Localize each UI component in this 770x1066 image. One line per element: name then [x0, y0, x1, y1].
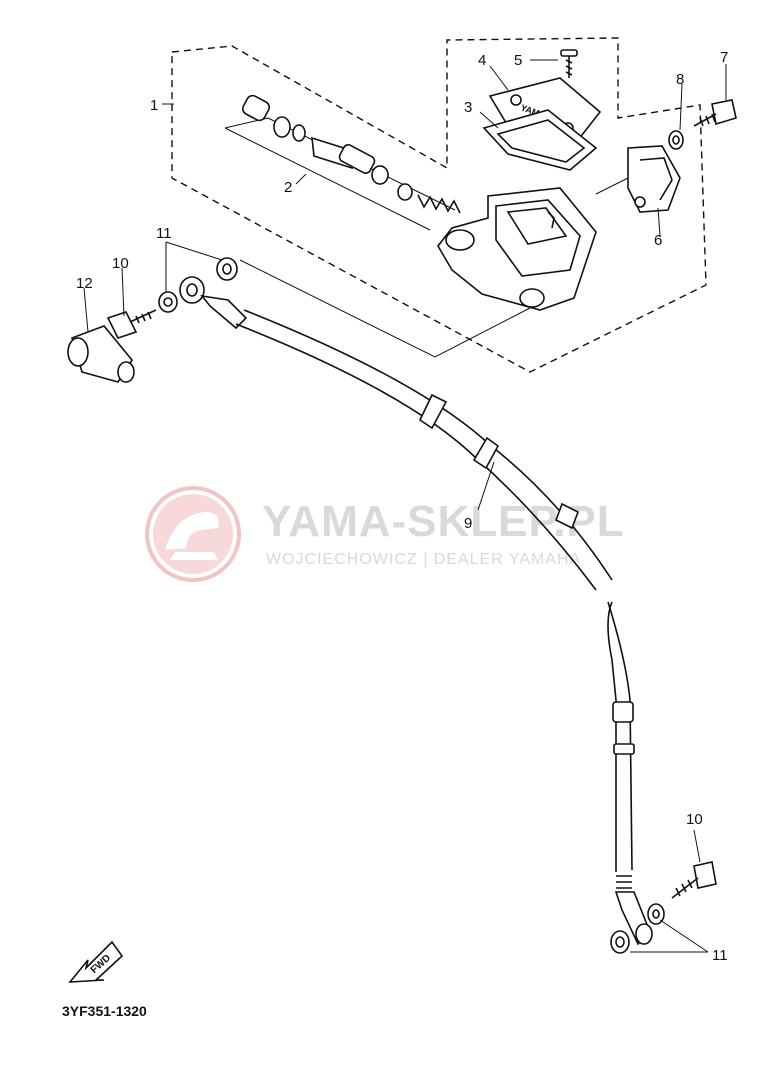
callouts: 1 2 3 4 5 6 7 8 9 10 10 11 11 12 — [76, 49, 728, 964]
callout-leaders — [83, 59, 727, 953]
cap-screw — [560, 49, 578, 78]
assembly-boundary — [171, 37, 707, 373]
callout-6: 6 — [654, 232, 662, 249]
master-cylinder-body — [437, 187, 597, 311]
banjo-bolt-lower — [671, 861, 717, 899]
callout-12: 12 — [76, 275, 93, 292]
reservoir-diaphragm — [482, 109, 598, 171]
callout-9: 9 — [464, 515, 472, 532]
copper-washers-upper — [158, 257, 238, 313]
callout-2: 2 — [284, 179, 292, 196]
assembly-leader-line — [239, 259, 531, 358]
copper-washers-lower — [610, 903, 665, 954]
brake-hose — [235, 309, 653, 946]
callout-11-lower: 11 — [712, 947, 728, 964]
callout-7: 7 — [720, 49, 728, 66]
holder-washer — [668, 130, 684, 150]
watermark-subtitle: WOJCIECHOWICZ | DEALER YAMAHA — [266, 551, 581, 568]
union-bolt-cap — [67, 325, 135, 383]
callout-11-upper: 11 — [156, 225, 172, 242]
callout-3: 3 — [464, 99, 472, 116]
forward-arrow: FWD — [68, 940, 124, 983]
callout-8: 8 — [676, 71, 684, 88]
callout-4: 4 — [478, 52, 486, 69]
holder-bolt — [693, 99, 737, 127]
callout-1: 1 — [150, 97, 158, 114]
lever-holder — [595, 145, 681, 213]
watermark: YAMA-SKLEP.PL WOJCIECHOWICZ | DEALER YAM… — [145, 486, 624, 582]
watermark-logo — [145, 486, 241, 582]
banjo-fitting-upper — [179, 276, 248, 330]
diagram-part-code: 3YF351-1320 — [62, 1003, 147, 1019]
banjo-bolt-upper — [106, 309, 157, 339]
piston-kit — [224, 94, 461, 231]
callout-5: 5 — [514, 52, 522, 69]
callout-10-upper: 10 — [112, 255, 129, 272]
callout-10-lower: 10 — [686, 811, 703, 828]
